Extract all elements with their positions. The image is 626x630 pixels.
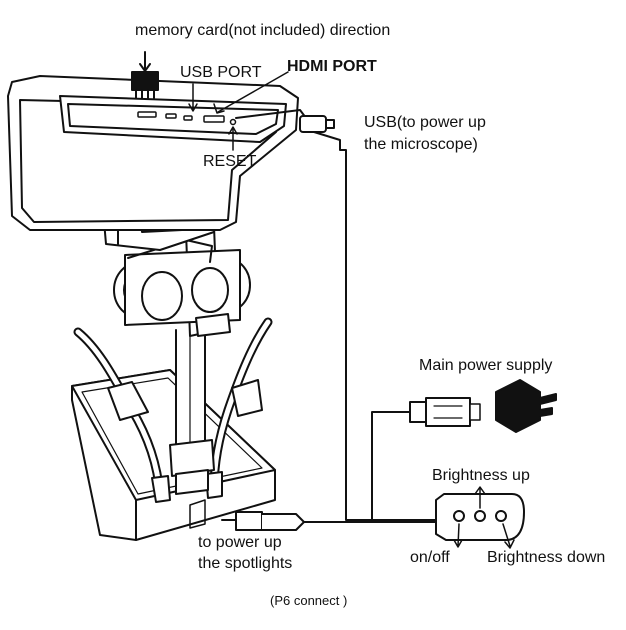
lcd-monitor — [7, 75, 299, 231]
spotlights-label-line1: to power up — [198, 534, 282, 551]
hdmi-port-icon — [203, 115, 225, 123]
focus-knob-assembly — [113, 239, 251, 337]
main-power-label: Main power supply — [419, 357, 553, 374]
arrow-up-icon — [474, 486, 486, 509]
usb-port-label: USB PORT — [180, 64, 262, 81]
usb-power-label-line1: USB(to power up — [364, 114, 486, 131]
usb-power-cable — [235, 109, 437, 521]
arrow-down-icon — [453, 523, 463, 548]
brightness-down-label: Brightness down — [487, 549, 606, 566]
card-slot-icon — [137, 111, 157, 118]
figure-caption: (P6 connect ) — [270, 593, 348, 608]
reset-hole-icon — [229, 118, 237, 126]
arrow-down-right-icon — [502, 523, 515, 549]
control-box — [435, 486, 525, 549]
brightness-up-button[interactable] — [474, 510, 486, 522]
brightness-up-label: Brightness up — [432, 467, 530, 484]
memory-card-label: memory card(not included) direction — [135, 22, 391, 39]
brightness-down-button[interactable] — [495, 510, 507, 522]
on-off-label: on/off — [410, 549, 450, 566]
port-pointer-lines — [188, 71, 289, 151]
hdmi-port-label: HDMI PORT — [287, 58, 377, 75]
spotlights-label-line2: the spotlights — [198, 555, 293, 572]
memory-card-icon — [131, 51, 159, 99]
spotlight-cable — [221, 511, 437, 531]
usb-power-label-line2: the microscope) — [364, 136, 478, 153]
power-adapter-icon — [495, 379, 557, 433]
on-off-button[interactable] — [453, 510, 465, 522]
spotlight-arm-left — [73, 327, 171, 503]
reset-label: RESET — [203, 153, 257, 170]
usb-port-icon — [183, 115, 193, 121]
main-power-cable — [371, 397, 481, 521]
